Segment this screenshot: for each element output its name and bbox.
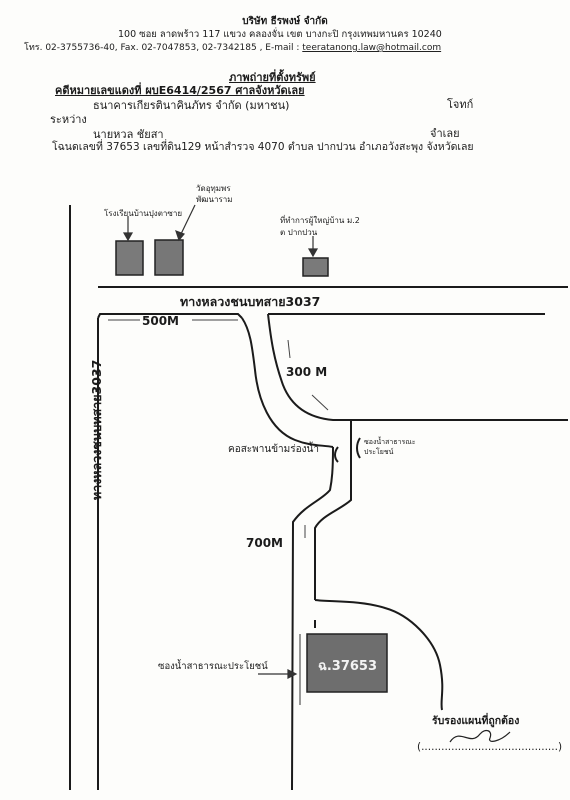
vertical-road-label: ทางหลวงชนบทสาย3037 xyxy=(89,359,104,500)
school-label: โรงเรียนบ้านปุงตาซาย xyxy=(104,209,183,218)
company-name: บริษัท ธีรพงษ์ จำกัด xyxy=(242,16,328,27)
temple-label-line1: วัดอุทุมพร xyxy=(196,184,231,193)
south-road-left-edge xyxy=(291,446,334,791)
bridge-mark-right xyxy=(356,437,361,459)
distance-300: 300 M xyxy=(286,365,328,379)
subject-plot xyxy=(306,633,388,693)
certify-text: รับรองแผนที่ถูกต้อง xyxy=(432,715,520,727)
distance-line-300 xyxy=(287,339,291,359)
bridge-mark-left xyxy=(334,446,339,463)
temple-building xyxy=(154,239,184,276)
horizontal-road-bottom-edge-left xyxy=(97,313,243,319)
document-title: ภาพถ่ายที่ตั้งทรัพย์ xyxy=(229,71,316,84)
company-contact: โทร. 02-3755736-40, Fax. 02-7047853, 02-… xyxy=(24,40,441,54)
signature-line: (.......................................… xyxy=(417,741,563,753)
village-office-label-line1: ที่ทำการผู้ใหญ่บ้าน ม.2 xyxy=(280,216,360,225)
arrow-canal-head xyxy=(287,669,298,679)
plaintiff-name: ธนาคารเกียรตินาคินภัทร จำกัด (มหาชน) xyxy=(93,99,290,112)
distance-700: 700M xyxy=(246,536,283,550)
distance-500: 500M xyxy=(142,314,179,328)
case-number: คดีหมายเลขแดงที่ ผบE6414/2567 ศาลจังหวัด… xyxy=(55,84,305,97)
canal-small-label-line2: ประโยชน์ xyxy=(364,448,394,456)
arrow-school-head xyxy=(122,232,134,242)
arrow-office-head xyxy=(307,248,319,258)
between-label: ระหว่าง xyxy=(50,113,87,126)
arrow-temple-shaft xyxy=(180,204,196,235)
deed-info: โฉนดเลขที่ 37653 เลขที่ดิน129 หน้าสำรวจ … xyxy=(52,141,474,153)
temple-label-line2: พัฒนาราม xyxy=(196,195,233,204)
arrow-temple-head xyxy=(175,229,186,242)
horizontal-road-label: ทางหลวงชนบทสาย3037 xyxy=(180,294,321,309)
distance-line-300b xyxy=(311,394,329,411)
school-building xyxy=(115,240,144,276)
contact-text: โทร. 02-3755736-40, Fax. 02-7047853, 02-… xyxy=(24,43,303,53)
signature-scribble xyxy=(449,729,511,743)
email-link[interactable]: teeratanong.law@hotmail.com xyxy=(302,43,442,53)
plot-side-road xyxy=(314,599,444,711)
village-office-building xyxy=(302,257,329,277)
village-office-label-line2: ต ปากปวน xyxy=(280,228,318,237)
plot-number-label: ฉ.37653 xyxy=(318,659,378,674)
south-road-right-edge xyxy=(314,420,352,600)
plaintiff-role: โจทก์ xyxy=(447,98,474,111)
canal-label: ซองน้ำสาธารณะประโยชน์ xyxy=(158,661,268,672)
company-address: 100 ซอย ลาดพร้าว 117 แขวง คลองจั่น เขต บ… xyxy=(118,29,442,40)
branch-road-inner xyxy=(267,313,568,421)
defendant-role: จำเลย xyxy=(430,127,460,140)
bridge-label: คอสะพานข้ามร่องน้ำ xyxy=(228,444,319,455)
canal-small-label-line1: ซองน้ำสาธารณะ xyxy=(364,438,416,446)
branch-road-outer xyxy=(241,317,334,448)
defendant-name: นายหวล ชัยสา xyxy=(93,128,164,141)
